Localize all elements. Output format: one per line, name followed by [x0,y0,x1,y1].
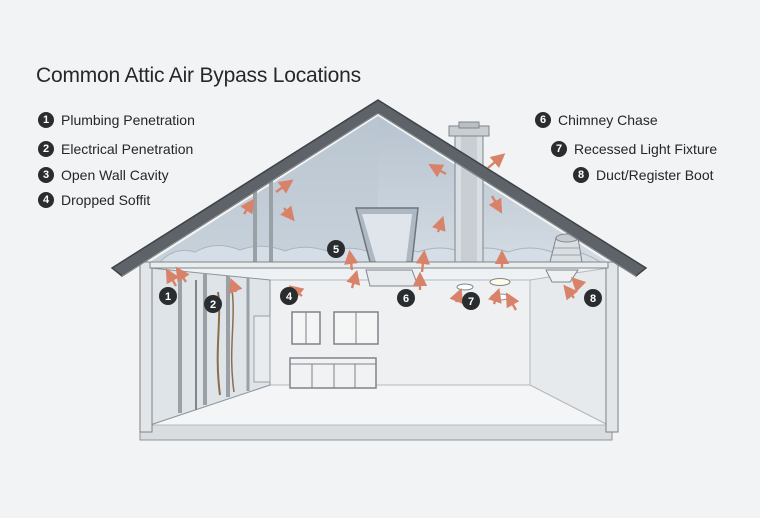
airflow-arrow [488,195,503,214]
airflow-arrow [175,266,190,283]
legend-item-recessed-light-fixture: 7 Recessed Light Fixture [551,141,717,157]
legend-item-electrical-penetration: 2 Electrical Penetration [38,141,193,157]
airflow-arrow [165,268,180,287]
legend-number-badge: 3 [38,167,54,183]
airflow-arrow [415,249,431,273]
legend-label: Chimney Chase [558,112,658,128]
marker-4: 4 [280,287,298,305]
legend-item-plumbing-penetration: 1 Plumbing Penetration [38,112,195,128]
marker-2: 2 [204,295,222,313]
attic-hatch [355,207,419,287]
airflow-arrow [487,153,506,169]
legend-number-badge: 7 [551,141,567,157]
svg-text:5: 5 [333,244,339,256]
exterior-walls [139,261,619,433]
legend-number-badge: 6 [535,112,551,128]
airflow-arrow [449,287,463,305]
legend-number-badge: 2 [38,141,54,157]
legend-item-duct-register-boot: 8 Duct/Register Boot [573,167,714,183]
airflow-arrow [346,269,361,289]
legend-label: Recessed Light Fixture [574,141,718,157]
marker-7: 7 [462,292,480,310]
airflow-arrows [165,153,587,311]
svg-text:2: 2 [210,299,216,311]
legend-label: Dropped Soffit [61,192,151,208]
legend-item-chimney-chase: 6 Chimney Chase [535,112,658,128]
attic-framing [253,180,273,262]
legend-number-badge: 4 [38,192,54,208]
legend-label: Open Wall Cavity [61,167,169,183]
svg-text:4: 4 [286,291,293,303]
airflow-arrow [563,284,578,301]
airflow-arrow [344,249,359,271]
airflow-arrow [505,292,520,311]
marker-1: 1 [159,287,177,305]
legend-label: Electrical Penetration [61,141,194,157]
roof [110,99,648,277]
svg-text:8: 8 [590,293,596,305]
svg-text:1: 1 [165,291,171,303]
airflow-arrow [280,205,295,222]
marker-8: 8 [584,289,602,307]
marker-6: 6 [397,289,415,307]
kitchen-cabinets [289,311,379,389]
airflow-arrow [275,179,294,194]
attic-space [150,116,608,262]
legend-number-badge: 1 [38,112,54,128]
airflow-arrow [487,287,502,305]
diagram-title: Common Attic Air Bypass Locations [36,64,361,87]
airflow-arrow [570,276,587,293]
legend-number-badge: 8 [573,167,589,183]
floor-slab [139,424,613,441]
airflow-arrow [428,163,447,178]
airflow-arrow [431,215,446,233]
legend-item-open-wall-cavity: 3 Open Wall Cavity [38,167,169,183]
legend-label: Duct/Register Boot [596,167,714,183]
airflow-arrow [229,277,243,295]
svg-text:6: 6 [403,293,409,305]
ceiling-plane [149,261,609,269]
chimney [448,121,490,266]
legend-label: Plumbing Penetration [61,112,195,128]
airflow-arrow [240,198,255,215]
marker-5: 5 [327,240,345,258]
legend-item-dropped-soffit: 4 Dropped Soffit [38,192,150,208]
svg-text:7: 7 [468,296,474,308]
